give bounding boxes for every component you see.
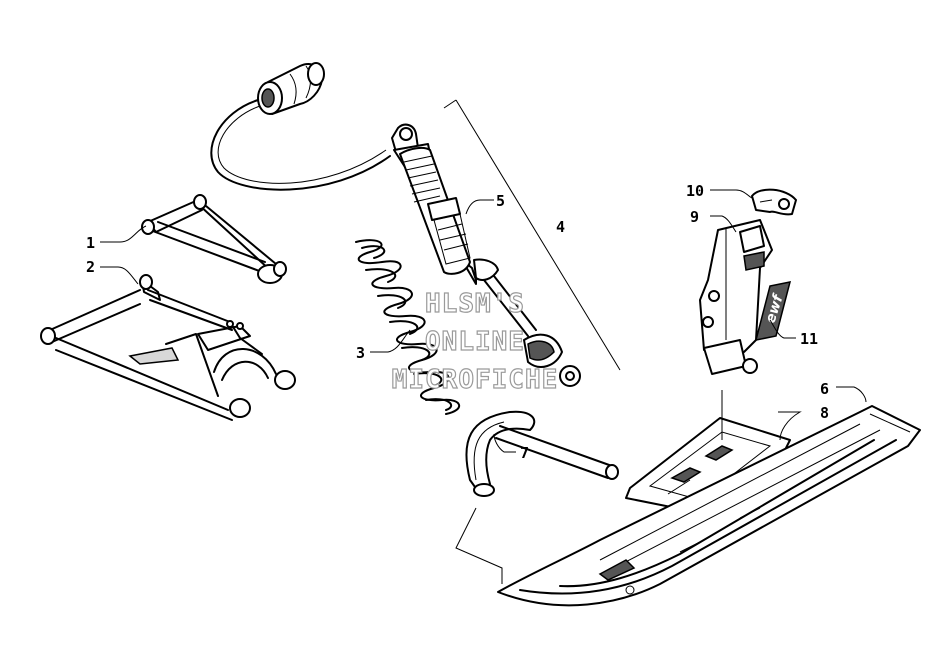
callout-9[interactable]: 9 <box>690 208 699 226</box>
callout-labels: 1 2 3 4 5 6 7 8 9 10 11 <box>86 182 829 462</box>
part-3-coil-spring[interactable] <box>355 239 460 415</box>
part-2-lower-a-arm[interactable] <box>40 274 296 421</box>
callout-1[interactable]: 1 <box>86 234 95 252</box>
callout-10[interactable]: 10 <box>686 182 704 200</box>
watermark-line-2: ONLINE <box>425 327 525 357</box>
watermark: HLSM'S ONLINE MICROFICHE <box>391 288 559 395</box>
callout-5[interactable]: 5 <box>496 192 505 210</box>
leader-lines <box>100 99 867 584</box>
callout-2[interactable]: 2 <box>86 258 95 276</box>
part-10-clamp[interactable] <box>751 188 797 216</box>
watermark-line-1: HLSM'S <box>425 289 525 319</box>
callout-7[interactable]: 7 <box>520 444 529 462</box>
part-11-decal[interactable]: ewf <box>754 281 792 341</box>
watermark-line-3: MICROFICHE <box>392 365 559 395</box>
callout-3[interactable]: 3 <box>356 344 365 362</box>
part-9-spindle-housing[interactable] <box>699 219 773 375</box>
part-7-spindle[interactable] <box>465 410 619 497</box>
part-5-shock-absorber[interactable] <box>210 62 581 387</box>
callout-4[interactable]: 4 <box>556 218 565 236</box>
part-1-upper-a-arm[interactable] <box>141 194 287 284</box>
part-6-ski[interactable] <box>497 405 921 607</box>
callout-11[interactable]: 11 <box>800 330 818 348</box>
callout-6[interactable]: 6 <box>820 380 829 398</box>
callout-8[interactable]: 8 <box>820 404 829 422</box>
